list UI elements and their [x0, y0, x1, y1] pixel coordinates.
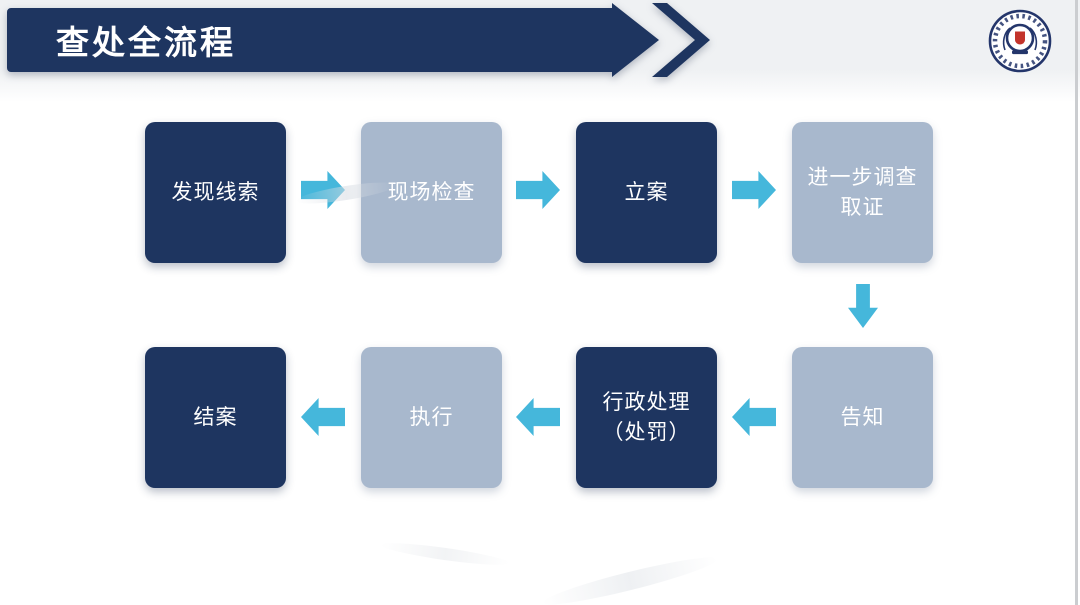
flow-step-label: 立案 [624, 180, 669, 204]
flow-step-label: 现场检查 [387, 180, 476, 204]
flow-arrow-right-3 [732, 171, 776, 209]
flow-step-label: 告知 [840, 405, 885, 429]
flow-step-enforcement: 执行 [361, 347, 502, 488]
watermark-swoosh [540, 550, 720, 605]
header-bar-shape [7, 3, 659, 77]
flow-step-label: 进一步调查 取证 [807, 166, 918, 219]
flow-arrow-right-1 [301, 171, 345, 209]
flow-step-label: 执行 [409, 405, 454, 429]
chevron-icon [652, 3, 710, 77]
header-band-fade [0, 70, 1080, 102]
agency-emblem-logo [988, 9, 1052, 73]
flow-step-case-closure: 结案 [145, 347, 286, 488]
flow-step-notification: 告知 [792, 347, 933, 488]
flow-step-case-filing: 立案 [576, 122, 717, 263]
watermark-swoosh [379, 539, 511, 569]
window-edge-line [1075, 0, 1078, 605]
flow-arrow-left-1 [732, 398, 776, 436]
flow-arrow-left-3 [301, 398, 345, 436]
flow-step-further-investigation: 进一步调查 取证 [792, 122, 933, 263]
flow-step-label: 行政处理 （处罚） [602, 391, 691, 444]
flow-step-label: 发现线索 [171, 180, 260, 204]
flow-step-administrative-penalty: 行政处理 （处罚） [576, 347, 717, 488]
page-title: 查处全流程 [56, 24, 236, 61]
flow-step-label: 结案 [193, 405, 238, 429]
flow-arrow-right-2 [516, 171, 560, 209]
header-banner [7, 3, 710, 77]
flow-arrow-left-2 [516, 398, 560, 436]
flow-step-discover-clues: 发现线索 [145, 122, 286, 263]
flow-arrow-down [848, 284, 878, 328]
flow-step-onsite-inspection: 现场检查 [361, 122, 502, 263]
